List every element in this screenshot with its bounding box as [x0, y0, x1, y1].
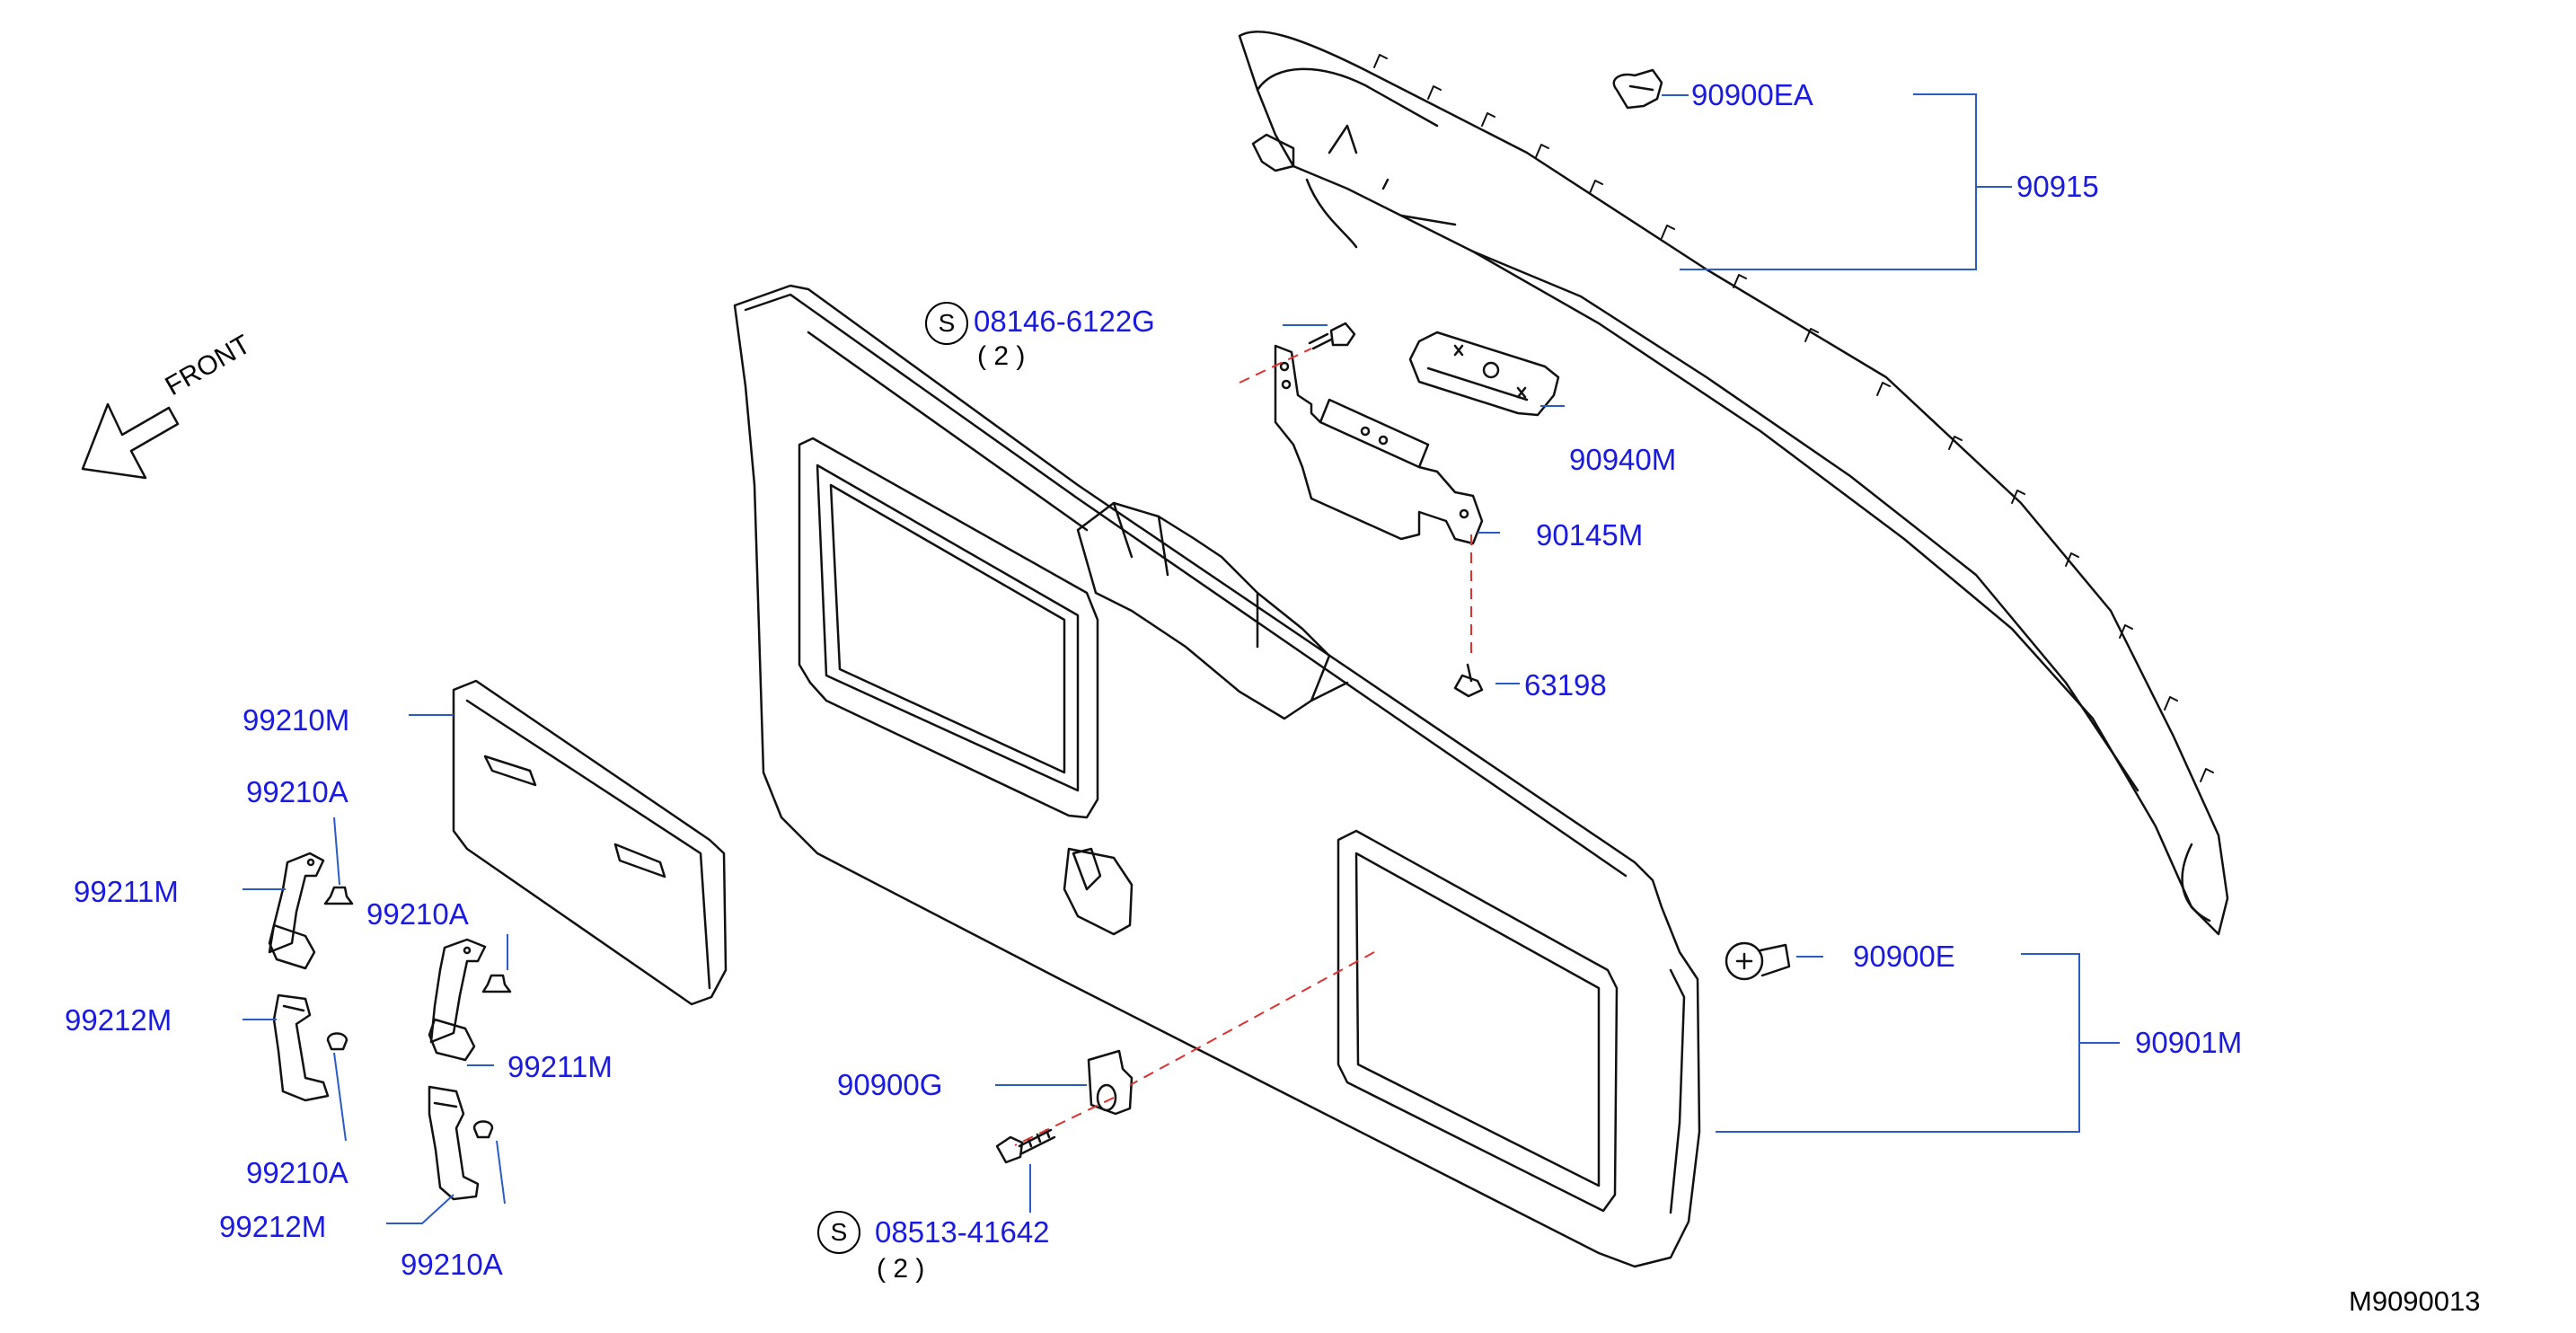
label-99211m-1[interactable]: 99211M [74, 875, 179, 908]
label-99210a-2[interactable]: 99210A [366, 897, 469, 931]
clip-99210a-4-icon [472, 1120, 494, 1139]
label-90915[interactable]: 90915 [2016, 170, 2099, 203]
label-90940m[interactable]: 90940M [1569, 443, 1677, 476]
handle-90940m-part [1408, 331, 1560, 417]
standard-part-symbol-2: S [817, 1211, 860, 1254]
label-90145m[interactable]: 90145M [1536, 518, 1644, 552]
label-99212m-1[interactable]: 99212M [65, 1003, 172, 1037]
bracket-99211m-1-part [268, 852, 325, 970]
qty-08146: ( 2 ) [977, 341, 1026, 371]
label-90900g[interactable]: 90900G [837, 1068, 943, 1101]
bracket-99212m-2-part [428, 1085, 480, 1201]
label-99210a-3[interactable]: 99210A [246, 1156, 348, 1189]
label-90900ea[interactable]: 90900EA [1691, 78, 1813, 111]
label-99210m[interactable]: 99210M [243, 703, 350, 737]
label-90900e[interactable]: 90900E [1853, 940, 1955, 973]
label-08513-41642[interactable]: 08513-41642 [875, 1215, 1050, 1249]
bracket-99212m-1-part [272, 993, 330, 1102]
bracket-99211m-2-part [428, 938, 487, 1062]
standard-part-symbol: S [925, 302, 968, 345]
label-08146-6122g[interactable]: 08146-6122G [974, 305, 1155, 338]
sunvisor-99210m-part [452, 679, 728, 1006]
bolt-08146-icon [1308, 322, 1356, 350]
upper-finisher-part [1238, 31, 2229, 936]
label-99210a-4[interactable]: 99210A [401, 1248, 503, 1281]
label-63198[interactable]: 63198 [1524, 668, 1607, 702]
clip-99210a-3-icon [481, 974, 512, 993]
back-door-trim-part [733, 284, 1701, 1268]
screw-63198-icon [1453, 663, 1484, 698]
label-99212m-2[interactable]: 99212M [219, 1210, 327, 1243]
screw-08513-icon [995, 1128, 1056, 1164]
label-99211m-2[interactable]: 99211M [507, 1050, 613, 1083]
clip-99210a-2-icon [326, 1032, 348, 1051]
label-90901m[interactable]: 90901M [2135, 1026, 2243, 1059]
drawing-code: M9090013 [2349, 1285, 2481, 1317]
qty-08513: ( 2 ) [877, 1254, 925, 1284]
clip-90900ea-icon [1612, 68, 1663, 110]
label-99210a-1[interactable]: 99210A [246, 775, 348, 808]
clip-99210a-1-icon [323, 886, 354, 905]
clip-90900g-icon [1087, 1049, 1134, 1116]
clip-90900e-icon [1725, 941, 1791, 981]
front-arrow-icon [81, 402, 180, 480]
